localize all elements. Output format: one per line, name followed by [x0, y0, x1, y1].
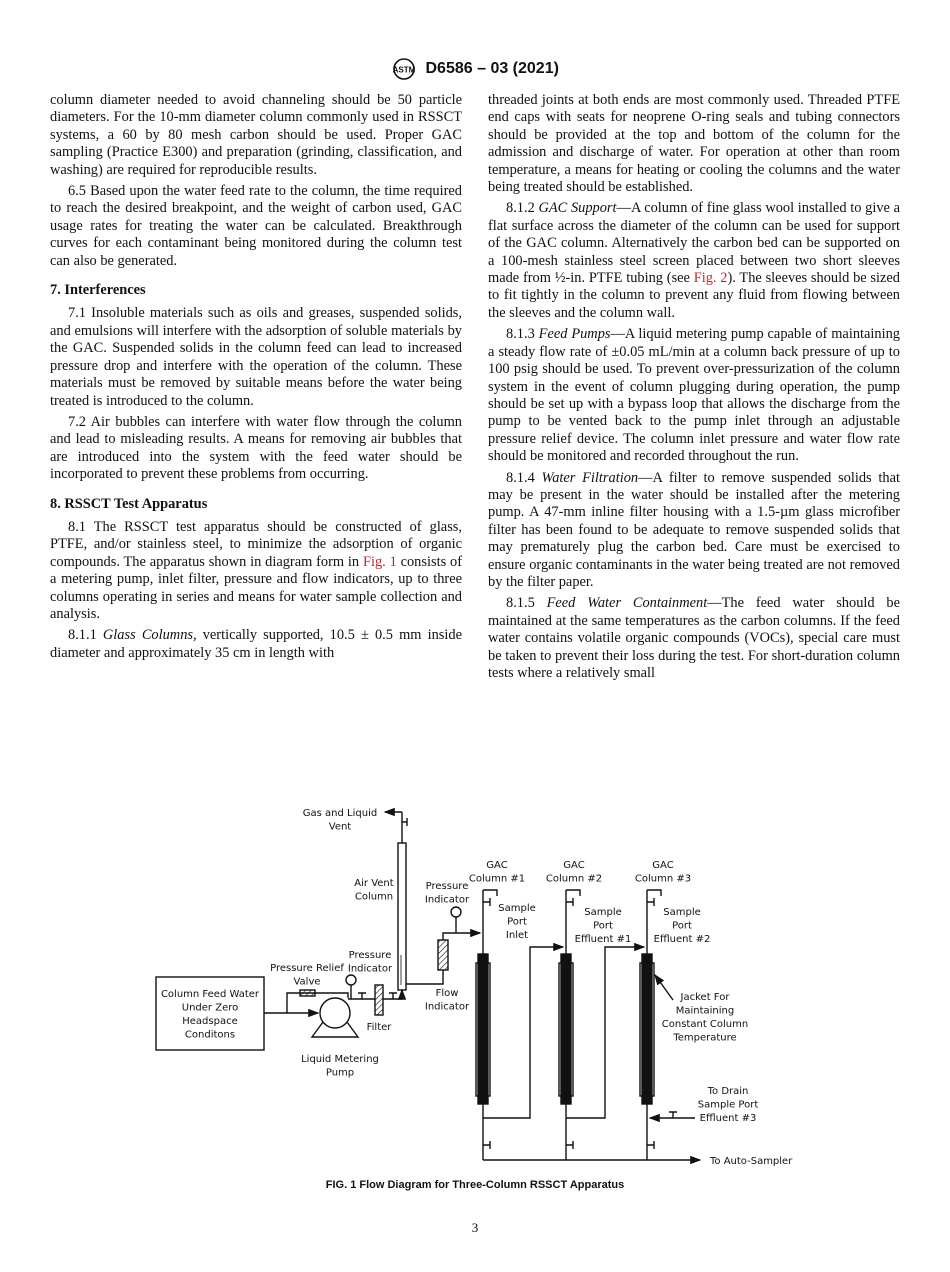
paragraph-8-1-2: 8.1.2 GAC Support—A column of fine glass… [488, 200, 900, 322]
bypass-line [286, 992, 349, 1013]
astm-logo-icon: ASTM [393, 58, 416, 80]
run-in-title: Feed Pumps [538, 326, 611, 343]
left-column: column diameter needed to avoid channeli… [50, 92, 462, 666]
run-in-title: Water Filtration [541, 469, 639, 486]
paragraph-8-1-5: 8.1.5 Feed Water Containment—The feed wa… [488, 595, 900, 682]
gac-column-1 [475, 889, 498, 1160]
text: ). The sleeves should be sized to fit ti… [488, 270, 901, 321]
section-heading-7: 7. Interferences [50, 282, 146, 299]
auto-sampler-label: To Auto-Sampler [709, 1156, 793, 1167]
run-in-title: GAC Support [538, 200, 617, 217]
text: —A filter to remove suspended solids tha… [488, 469, 900, 590]
designation: D6586 – 03 (2021) [425, 60, 559, 78]
gac-column-3 [639, 889, 662, 1160]
text: 8.1.1 [68, 627, 103, 644]
text: 8.1.3 [506, 326, 539, 343]
text: —A liquid metering pump capable of maint… [488, 326, 900, 465]
fig1-link[interactable]: Fig. 1 [362, 553, 397, 570]
air-vent-column [397, 842, 407, 991]
svg-text:ASTM: ASTM [393, 66, 416, 75]
text: consists of a metering pump, inlet filte… [50, 553, 462, 622]
right-column: threaded joints at both ends are most co… [488, 92, 900, 686]
page-header: ASTM D6586 – 03 (2021) [0, 58, 950, 80]
page-number: 3 [471, 1220, 479, 1235]
paragraph-7-1: 7.1 Insoluble materials such as oils and… [50, 305, 462, 409]
relief-valve [299, 989, 316, 997]
paragraph-8-1-3: 8.1.3 Feed Pumps—A liquid metering pump … [488, 326, 900, 465]
gac-column-2 [558, 889, 581, 1160]
text: vertically supported, 10.5 ± 0.5 mm insi… [50, 627, 462, 661]
text: 8.1.2 [506, 200, 539, 217]
text: 8.1 The RSSCT test apparatus should be c… [50, 518, 462, 570]
flow-indicator [437, 939, 449, 971]
text: —A column of fine glass wool installed t… [488, 200, 900, 287]
paragraph-8-1-4: 8.1.4 Water Filtration—A filter to remov… [488, 470, 900, 592]
run-in-title: Feed Water Containment [546, 595, 708, 612]
paragraph-8-1: 8.1 The RSSCT test apparatus should be c… [50, 519, 462, 623]
run-in-title: Glass Columns, [102, 627, 197, 644]
filter [374, 984, 384, 1016]
pump [319, 997, 351, 1029]
text: 8.1.4 [506, 469, 542, 486]
paragraph-7-2: 7.2 Air bubbles can interfere with water… [50, 413, 462, 483]
fig2-link[interactable]: Fig. 2 [693, 270, 728, 287]
paragraph: threaded joints at both ends are most co… [488, 92, 900, 196]
text: —The feed water should be maintained at … [488, 595, 900, 681]
section-heading-8: 8. RSSCT Test Apparatus [50, 495, 208, 512]
pressure-indicator-inlet [450, 906, 462, 918]
filter-label: Filter [367, 1022, 393, 1033]
figure-caption: FIG. 1 Flow Diagram for Three-Column RSS… [325, 1179, 625, 1191]
text: 8.1.5 [506, 595, 547, 612]
paragraph-6-5: 6.5 Based upon the water feed rate to th… [50, 183, 462, 269]
paragraph-8-1-1: 8.1.1 Glass Columns, vertically supporte… [50, 627, 462, 662]
pressure-indicator-pump [345, 974, 357, 986]
paragraph: column diameter needed to avoid channeli… [50, 92, 462, 178]
